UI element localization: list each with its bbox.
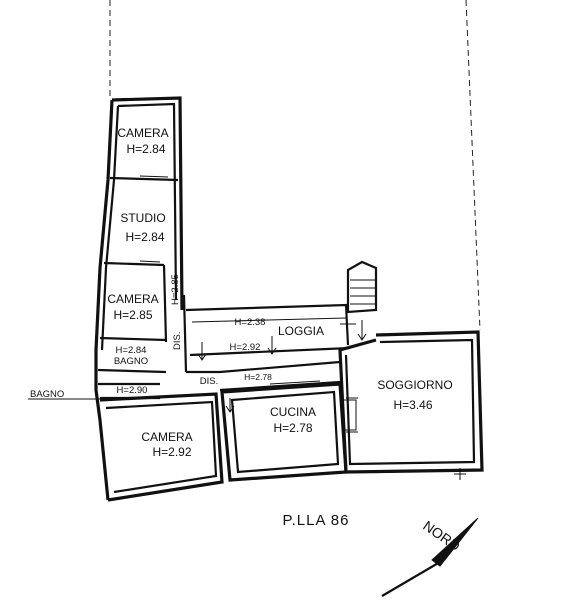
corridor-height-loggia-low: H=2.92: [230, 342, 261, 353]
soggiorno-inner-wall: [344, 338, 476, 466]
section-arrow: [225, 398, 235, 413]
cucina-window: [279, 473, 311, 477]
external-bagno-label: BAGNO: [30, 389, 64, 400]
hall-wall-bottom: [219, 380, 341, 392]
room-bagno-small-height: H=2.84: [116, 345, 147, 356]
door-mark: [139, 175, 169, 178]
section-arrow: [197, 342, 207, 361]
corridor-height-vertical: H=2.85: [170, 274, 181, 305]
room-loggia-name: LOGGIA: [278, 324, 324, 338]
north-label: NORD: [420, 517, 463, 554]
wall-camera-studio: [109, 176, 179, 182]
wall-camera-bagno: [99, 336, 167, 342]
room-loggia-height: H=2.38: [235, 317, 266, 328]
room-camera-top-height: H=2.84: [126, 142, 165, 156]
hall-wall-top: [186, 360, 341, 374]
corridor-dis-vertical: DIS.: [172, 332, 183, 350]
room-camera-bottom-name: CAMERA: [141, 430, 192, 444]
room-bagno-small-name: BAGNO: [114, 356, 148, 367]
wall-studio-camera: [103, 261, 165, 267]
room-studio-height: H=2.84: [125, 230, 164, 244]
hall-door-mark: [269, 380, 321, 385]
loggia-outer-wall: [185, 303, 350, 346]
room-camera-mid-name: CAMERA: [107, 292, 158, 306]
room-cucina-name: CUCINA: [270, 405, 316, 419]
parcel-label: P.LLA 86: [283, 512, 350, 529]
left-wing-outer-wall: [94, 96, 184, 501]
reference-mark: [454, 468, 466, 480]
property-line-right: [465, 0, 481, 331]
north-arrow-icon: [431, 517, 479, 567]
north-arrow-shaft: [381, 561, 441, 597]
left-wing-inner-wall: [100, 102, 178, 351]
cucina-inner: [230, 390, 340, 474]
room-camera-top-name: CAMERA: [117, 126, 168, 140]
wall-bagno-corridor: [97, 368, 167, 374]
room-studio-name: STUDIO: [120, 211, 165, 225]
wall-camera-inner: [162, 264, 168, 343]
cucina-wall: [220, 382, 348, 482]
corridor-height-hall: H=2.78: [244, 372, 272, 382]
room-bagno-lower-height: H=2.90: [117, 385, 148, 396]
camera-bottom-wall: [99, 392, 224, 502]
section-arrow: [357, 320, 367, 341]
staircase: [346, 260, 378, 314]
camera-bottom-inner: [105, 400, 218, 494]
soggiorno-outer-wall: [338, 330, 484, 474]
room-cucina-height: H=2.78: [273, 421, 312, 435]
room-camera-bottom-height: H=2.92: [152, 445, 191, 459]
wall-corridor-vertical: [182, 294, 188, 373]
room-camera-mid-height: H=2.85: [113, 308, 152, 322]
room-soggiorno-name: SOGGIORNO: [377, 378, 452, 392]
room-soggiorno-height: H=3.46: [393, 398, 432, 412]
loggia-inner-line: [191, 317, 347, 323]
door-mark: [139, 260, 161, 263]
section-arrow: [267, 336, 277, 355]
corridor-dis-horizontal: DIS.: [200, 376, 218, 387]
